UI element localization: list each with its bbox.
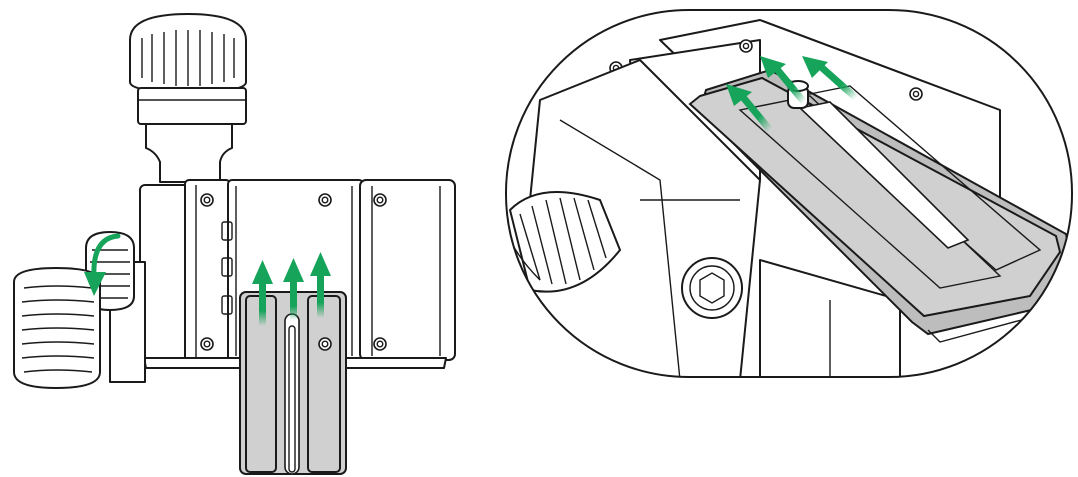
quick-release-plate — [239, 291, 347, 475]
detail-arrow-2 — [760, 56, 807, 105]
detail-side-knob — [509, 191, 621, 293]
arrow-up-2 — [283, 258, 304, 320]
clamp-notches — [221, 221, 233, 315]
slide-arrows — [252, 252, 331, 326]
detail-quick-release-plate — [688, 68, 1072, 343]
detail-view — [505, 9, 1073, 378]
top-knob — [129, 13, 247, 183]
front-view — [13, 13, 456, 475]
rotation-arrow — [84, 233, 121, 296]
arrow-up-1 — [252, 260, 273, 326]
detail-arrow-1 — [726, 84, 773, 133]
detail-slide-arrows — [726, 56, 859, 133]
detail-frame — [505, 9, 1073, 378]
side-knob-ribs — [21, 285, 95, 373]
detail-arrow-3 — [802, 56, 859, 101]
side-knob — [13, 231, 146, 389]
arrow-up-3 — [310, 252, 331, 318]
hex-screw — [681, 257, 743, 319]
top-knob-ribs — [141, 30, 235, 86]
body-screws — [200, 193, 387, 351]
